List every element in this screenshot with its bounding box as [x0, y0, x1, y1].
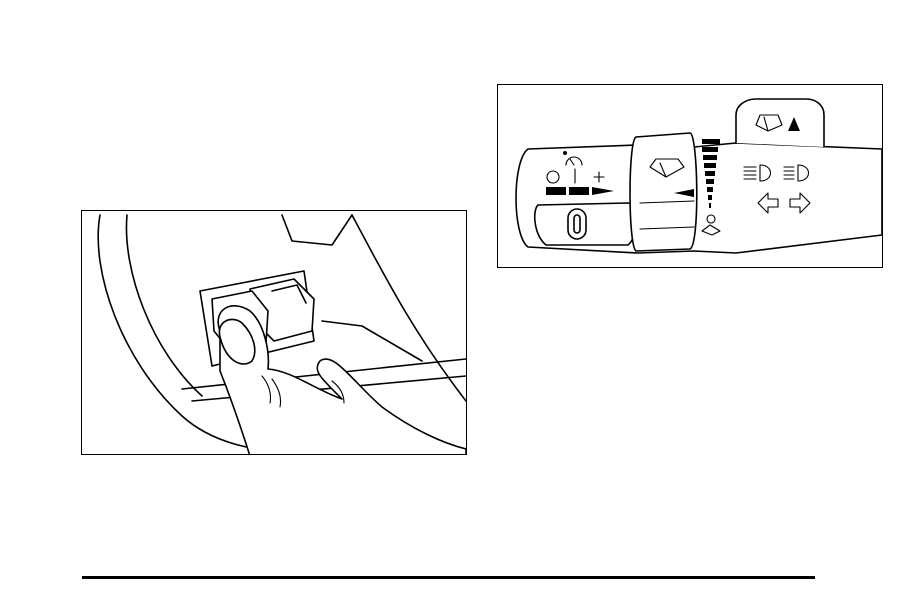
bezel-shadow	[322, 321, 422, 361]
turn-signal-multifunction-lever-illustration	[497, 84, 883, 268]
panel-curve-inner	[126, 215, 202, 396]
knob-center	[568, 209, 586, 239]
panel-right-edge	[352, 215, 466, 401]
hand-shape	[218, 306, 466, 455]
speed-bar-1	[546, 187, 566, 195]
lever-drawing	[498, 85, 883, 268]
hand-switch-drawing	[82, 211, 467, 455]
footer-rule	[82, 576, 815, 579]
panel-notch	[282, 215, 352, 245]
speed-bar-2	[569, 187, 589, 195]
lever-top-housing	[736, 99, 824, 147]
hand-pressing-switch-illustration	[81, 210, 467, 455]
